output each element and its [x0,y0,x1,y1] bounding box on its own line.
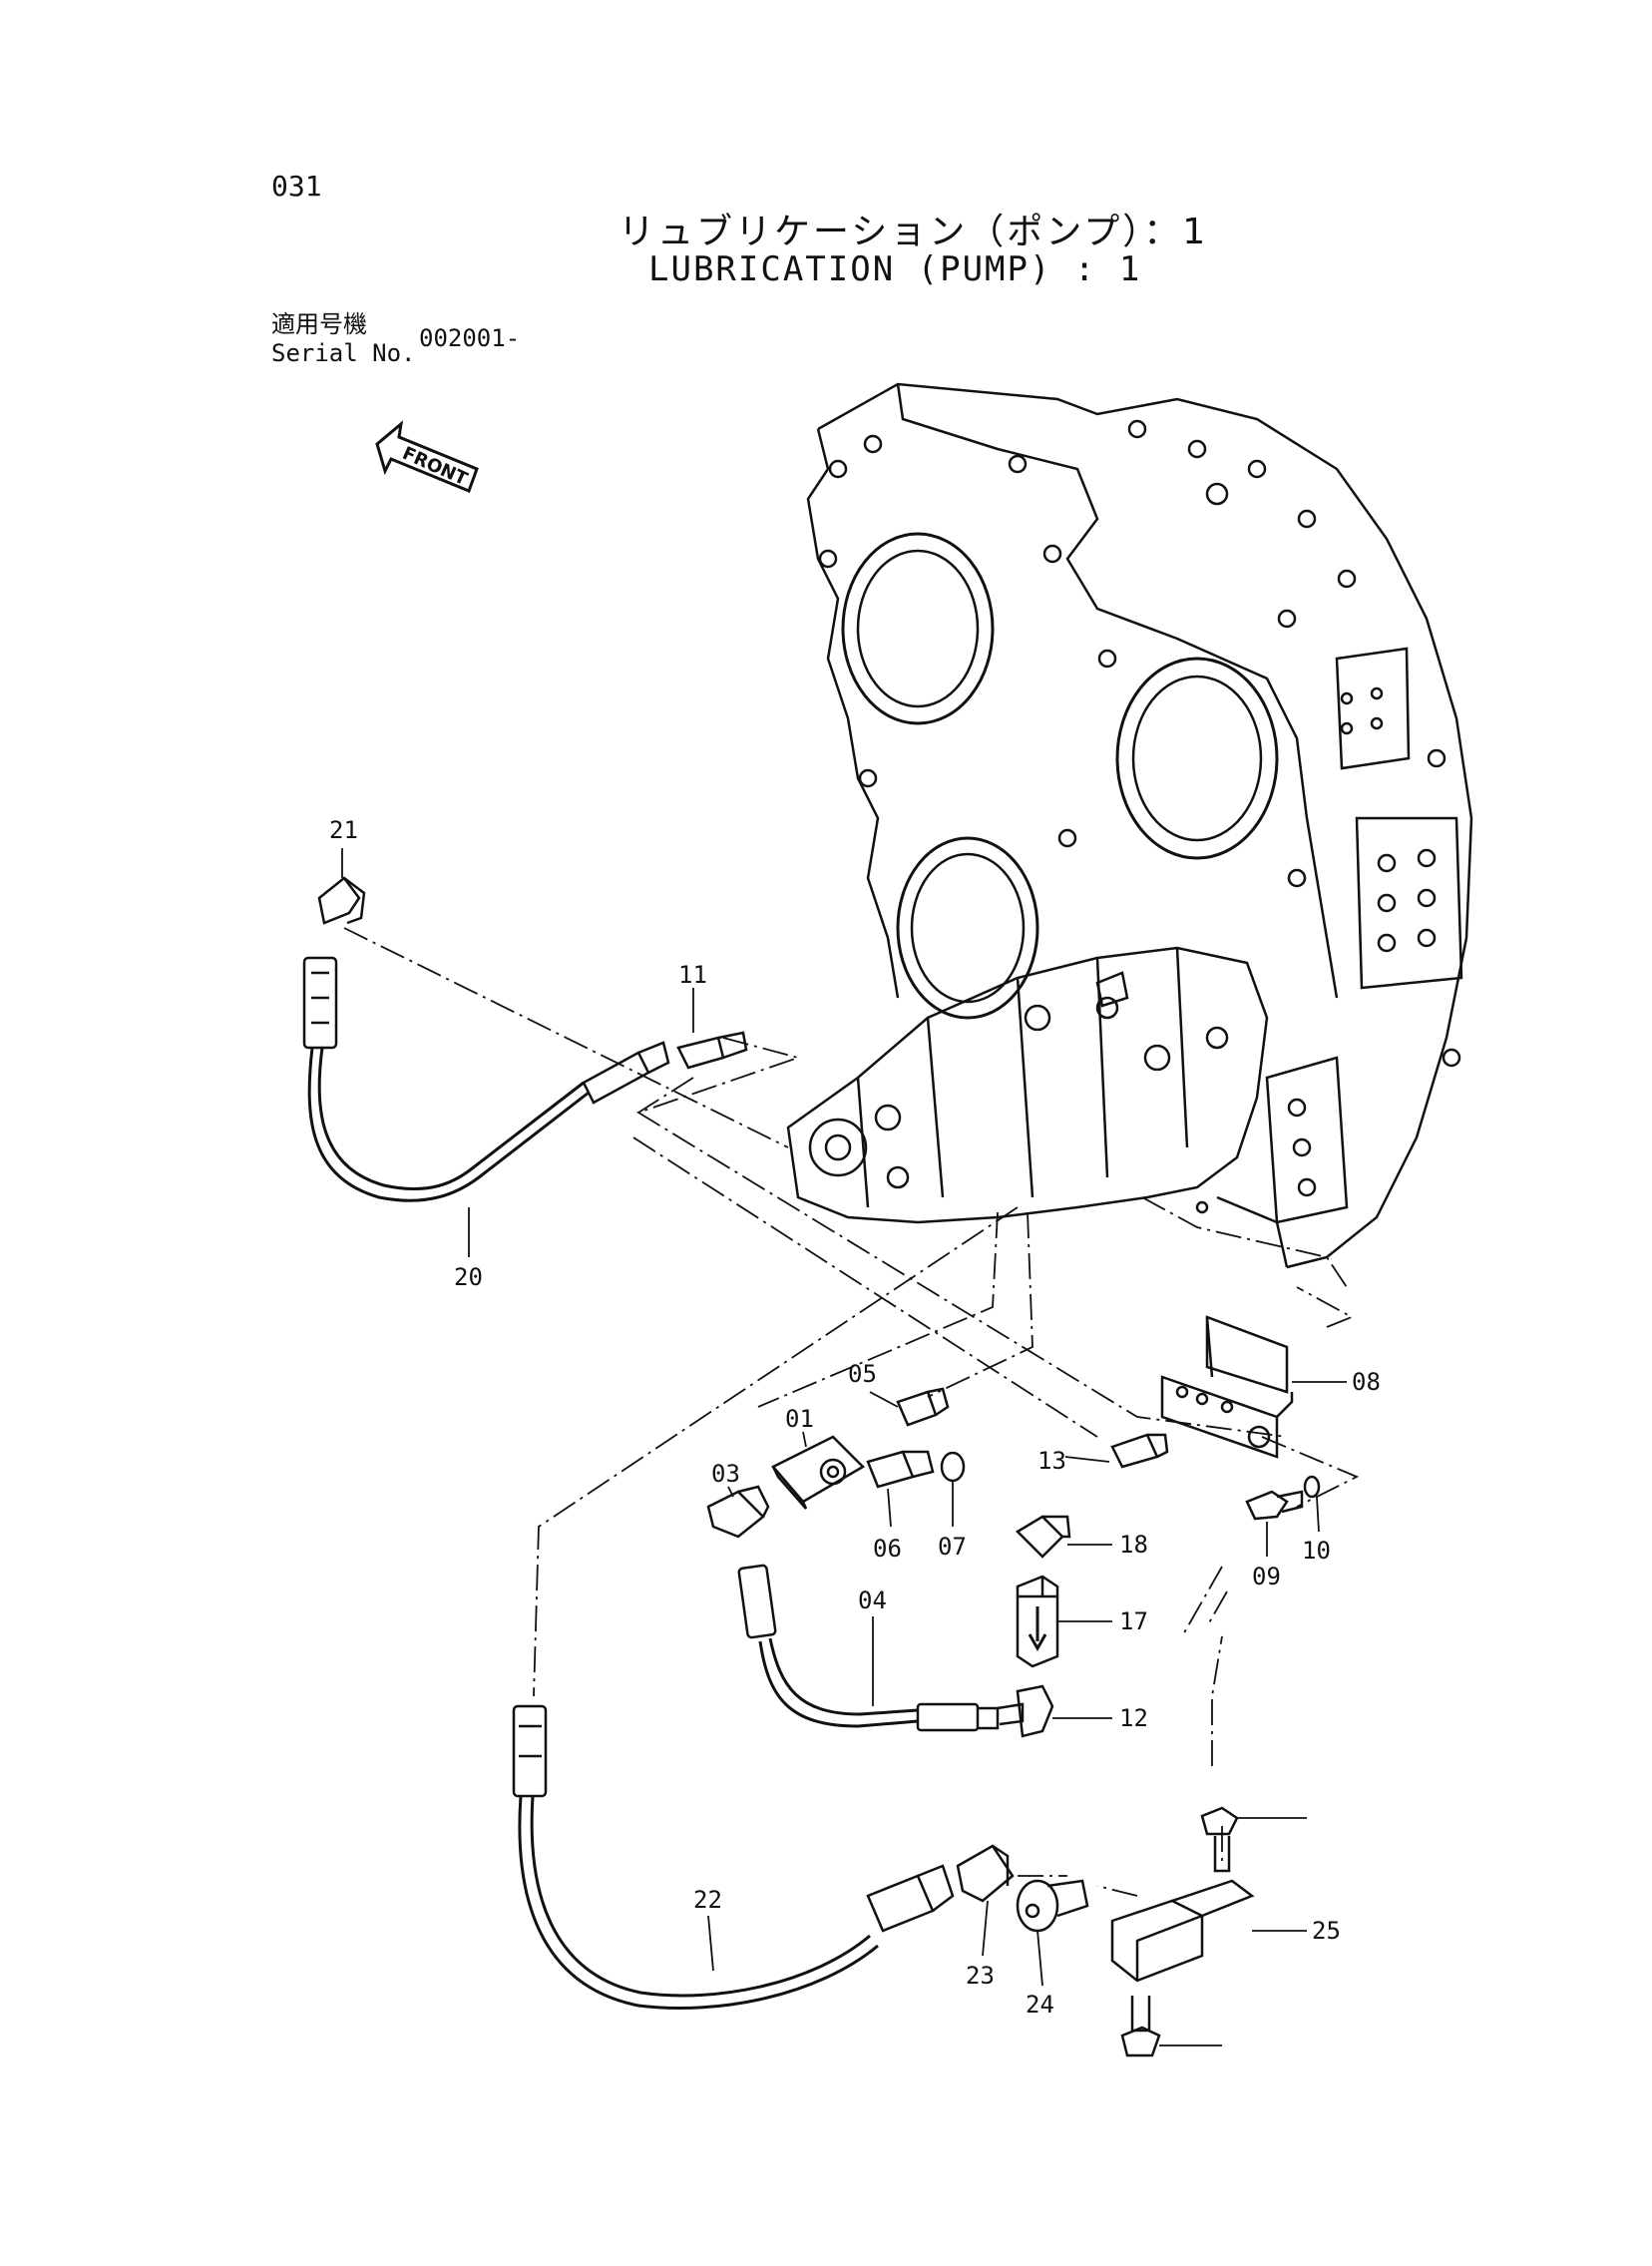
serial-number-value: 002001- [419,324,521,352]
pump-transmission-housing [806,382,1473,1269]
part-06-adapter [866,1450,935,1489]
part-label-06: 06 [873,1535,902,1563]
part-13-adapter [1110,1433,1169,1469]
hydraulic-pump-body [786,946,1269,1224]
part-label-01: 01 [785,1405,814,1433]
callout-lines [341,848,1347,2046]
part-14-check-valve [1016,1575,1059,1668]
part-label-03: 03 [711,1460,740,1488]
part-label-23: 25 [1312,1917,1341,1945]
part-16-elbow [1015,1515,1071,1559]
serial-label-english: Serial No. [271,339,416,367]
part-label-12: 12 [1119,1704,1148,1732]
serial-label-japanese: 適用号機 [271,310,367,338]
part-label-16: 18 [1119,1531,1148,1559]
part-label-07: 07 [938,1533,967,1561]
part-18-elbow-fitting [317,876,366,925]
part-22-swivel [1016,1879,1089,1933]
front-label: FRONT [399,443,471,490]
part-20-hose [512,1704,955,2010]
part-10-washer [1303,1475,1321,1499]
part-label-05: 05 [848,1360,877,1388]
part-23-block [1110,1879,1255,1983]
page-number: 031 [271,170,322,203]
part-01-block [771,1435,866,1510]
part-label-21: 23 [966,1962,995,1990]
part-labels: 21 11 20 05 01 03 06 07 13 08 09 10 18 1… [329,816,1381,2019]
part-24-bolt [1200,1806,1239,1873]
part-11-adapter [676,1031,748,1070]
part-09-bolt [1245,1490,1304,1521]
part-17-hose [302,956,670,1202]
part-04-hose [737,1564,1000,1732]
part-label-13: 13 [1037,1447,1066,1475]
part-label-14: 17 [1119,1607,1148,1635]
part-label-04: 04 [858,1586,887,1614]
leader-lines [343,927,1360,1897]
part-07-o-ring [940,1451,966,1483]
part-label-10: 10 [1302,1537,1331,1565]
part-12-tee [997,1684,1054,1738]
part-label-17: 20 [454,1263,483,1291]
part-label-08: 08 [1352,1368,1381,1396]
part-25-bolt [1120,1996,1161,2057]
part-label-20: 22 [693,1886,722,1914]
front-arrow-icon: FRONT [375,420,479,493]
part-label-22: 24 [1026,1991,1054,2019]
part-label-18: 21 [329,816,358,844]
part-label-09: 09 [1252,1563,1281,1590]
part-08-bracket [1160,1315,1294,1459]
part-21-elbow [956,1844,1015,1903]
part-05-adapter [896,1387,950,1427]
title-japanese: リュブリケーション（ポンプ）：1 [619,212,1209,252]
title-english: LUBRICATION (PUMP) : 1 [648,249,1142,289]
part-label-11: 11 [678,961,707,989]
part-03-elbow [706,1485,770,1539]
